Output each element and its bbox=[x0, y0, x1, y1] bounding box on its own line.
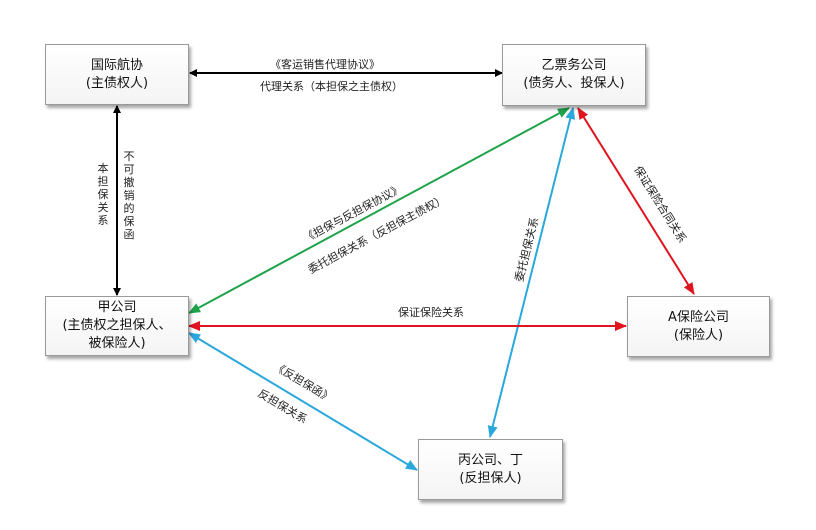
node-bing: 丙公司、丁 (反担保人) bbox=[418, 439, 563, 500]
edge-jia-bing bbox=[188, 332, 418, 471]
node-yi: 乙票务公司 (债务人、投保人) bbox=[502, 44, 646, 106]
node-a-insurance-line1: A保险公司 bbox=[668, 309, 729, 325]
node-jia-line3: 被保险人) bbox=[88, 336, 146, 351]
node-yi-line2: (债务人、投保人) bbox=[523, 76, 625, 91]
edge-yi-jia bbox=[188, 107, 570, 314]
label-jia-a-relation: 保证保险关系 bbox=[398, 306, 464, 319]
edge-yi-a bbox=[577, 107, 695, 295]
node-iata-line1: 国际航协 bbox=[90, 57, 143, 73]
node-bing-line1: 丙公司、丁 bbox=[457, 452, 523, 468]
node-bing-line2: (反担保人) bbox=[459, 470, 522, 486]
node-a-insurance-line2: (保险人) bbox=[673, 327, 724, 343]
node-yi-line1: 乙票务公司 bbox=[541, 58, 607, 73]
node-iata: 国际航协 (主债权人) bbox=[45, 44, 189, 105]
edge-yi-bing bbox=[487, 107, 576, 438]
label-iata-yi-agreement: 《客运销售代理协议》 bbox=[270, 58, 380, 71]
node-jia-line1: 甲公司 bbox=[97, 300, 137, 315]
node-jia-line2: (主债权之担保人、 bbox=[62, 318, 172, 333]
node-jia: 甲公司 (主债权之担保人、 被保险人) bbox=[45, 296, 189, 356]
node-iata-line2: (主债权人) bbox=[85, 75, 149, 91]
label-iata-yi-relation: 代理关系（本担保之主债权） bbox=[260, 80, 403, 93]
label-iata-jia-letter: 不可撤销的保函 bbox=[123, 150, 135, 241]
label-iata-jia-guarantee: 本担保关系 bbox=[97, 162, 109, 227]
node-a-insurance: A保险公司 (保险人) bbox=[627, 296, 770, 357]
